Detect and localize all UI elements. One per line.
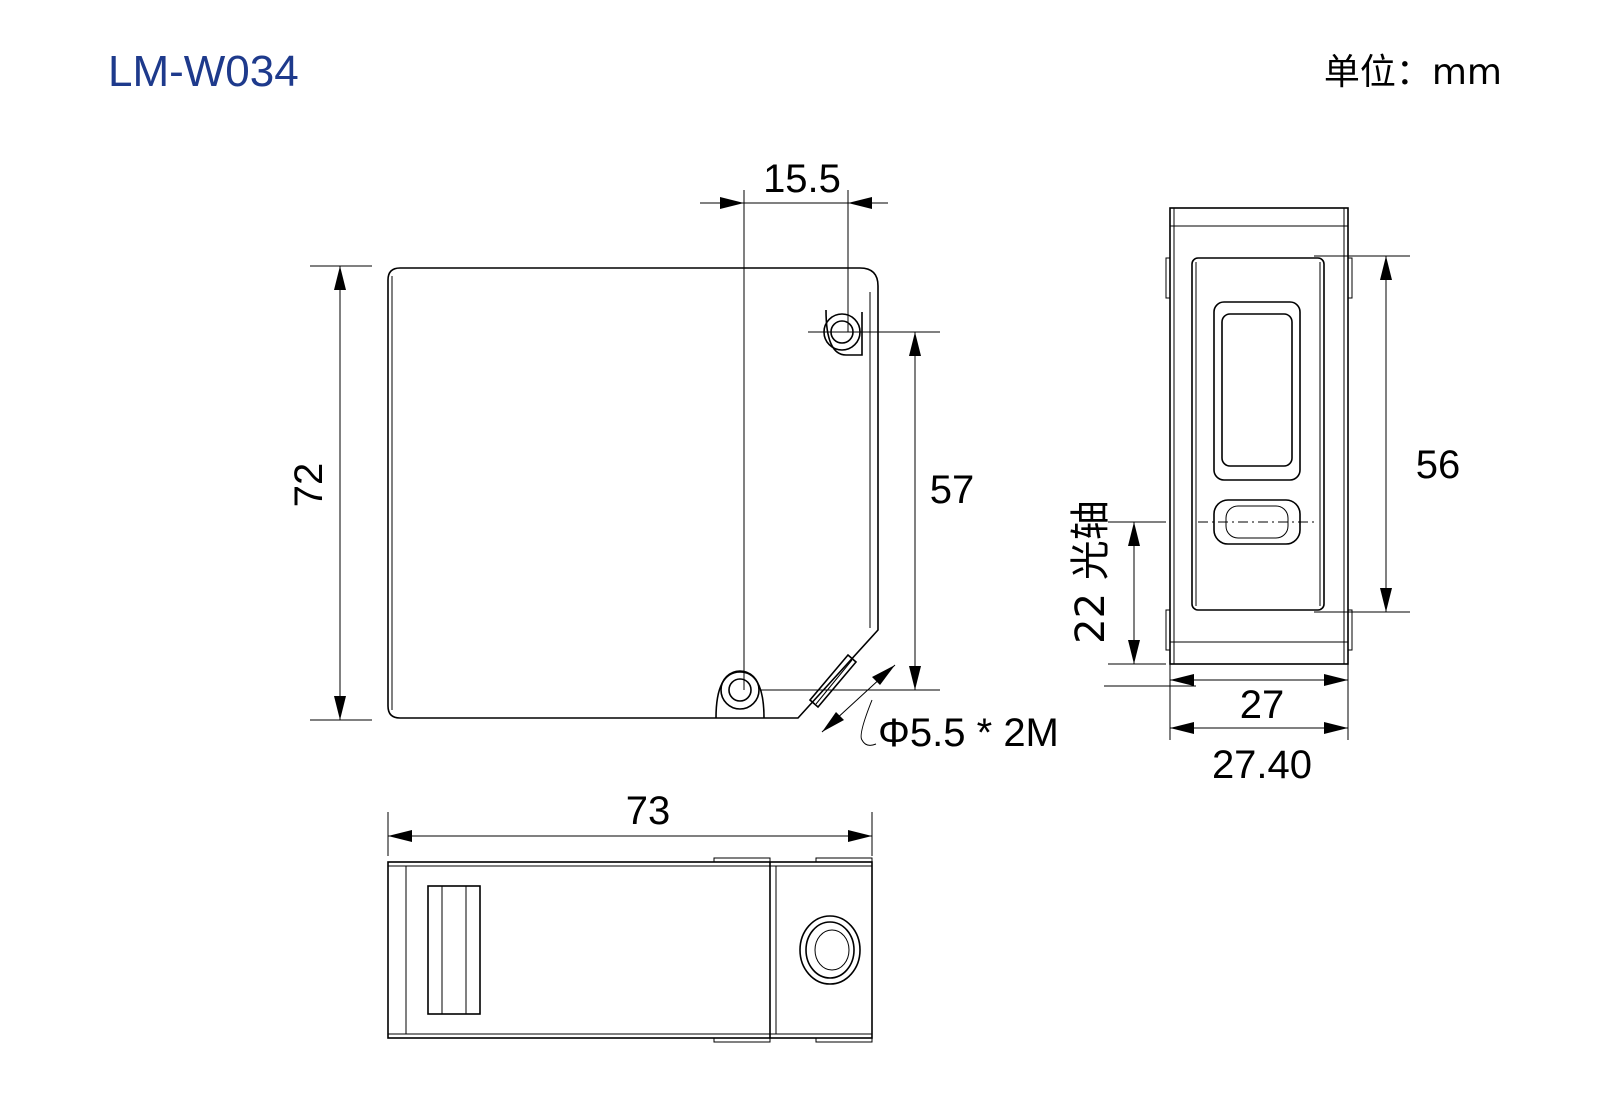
bottom-hole-lug — [715, 671, 765, 719]
dim-72 — [310, 265, 372, 721]
bottom-hole-outer — [720, 670, 760, 710]
connector-outer — [799, 915, 861, 985]
front-body-outline — [387, 267, 879, 719]
front-view — [387, 267, 879, 719]
label-plate — [427, 885, 481, 1015]
dim-27-40-label: 27.40 — [1212, 743, 1312, 787]
receiver-lens-inner — [1221, 313, 1293, 467]
dim-56-label: 56 — [1416, 443, 1461, 487]
connector-inner — [814, 929, 850, 971]
dim-57-label: 57 — [930, 468, 975, 512]
bottom-view — [387, 857, 873, 1043]
dim-56 — [1314, 255, 1410, 613]
chamfer-lens-window — [808, 653, 858, 709]
dim-73-label: 73 — [626, 789, 671, 833]
dim-27 — [1104, 664, 1349, 692]
dim-22-label: 22 光轴 — [1068, 500, 1114, 644]
dim-15-5-label: 15.5 — [763, 157, 841, 201]
dim-15-5 — [700, 190, 888, 690]
drawing-title: LM-W034 — [108, 47, 299, 96]
unit-label: 单位：mm — [1323, 52, 1502, 93]
side-body-outline — [1169, 207, 1349, 665]
hole-spec-leader — [821, 664, 896, 746]
connector-mid — [805, 921, 855, 979]
hole-spec-label: Φ5.5 * 2M — [878, 711, 1059, 755]
dim-72-label: 72 — [287, 463, 331, 508]
dim-57 — [760, 331, 940, 691]
bottom-hole-inner — [728, 678, 752, 702]
bottom-body-outline — [387, 861, 873, 1039]
side-view — [1165, 207, 1353, 665]
dim-73 — [387, 812, 873, 856]
chamfer-lens-inner — [815, 659, 853, 705]
side-window-panel — [1191, 257, 1325, 611]
receiver-lens-outer — [1213, 301, 1301, 481]
dim-22 — [1108, 521, 1166, 665]
dim-27-40 — [1169, 692, 1349, 740]
dim-27-label: 27 — [1240, 683, 1285, 727]
